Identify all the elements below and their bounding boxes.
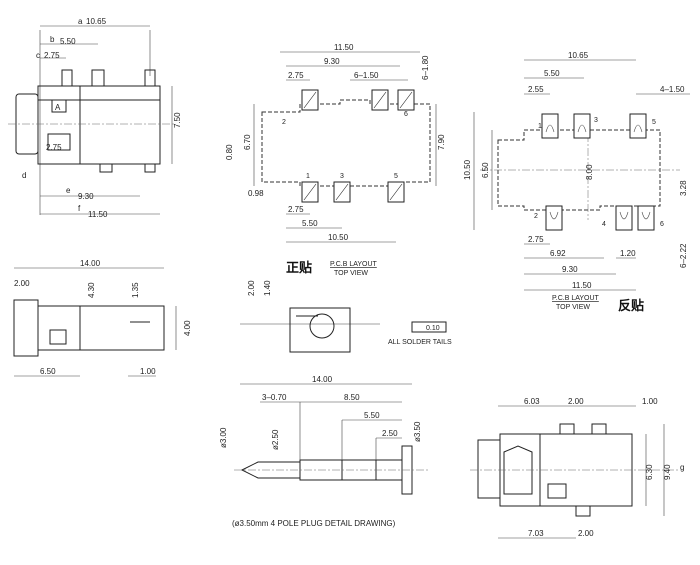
- dim-b-label: b: [50, 35, 55, 44]
- rev-dim-2-55: 2.55: [528, 85, 544, 94]
- rev-dim-6-2-22: 6–2.22: [679, 243, 688, 268]
- rev-dim-4-1-50: 4–1.50: [660, 85, 685, 94]
- captions: 正贴 P.C.B LAYOUT TOP VIEW P.C.B LAYOUT TO…: [286, 260, 644, 314]
- rear-dim-2-00: 2.00: [568, 397, 584, 406]
- front-dim-1-00: 1.00: [140, 367, 156, 376]
- rear-dim-6-03: 6.03: [524, 397, 540, 406]
- rev-pads: [541, 113, 655, 231]
- tail-note: ALL SOLDER TAILS: [388, 339, 452, 346]
- rev-dim-5-50: 5.50: [544, 69, 560, 78]
- dim-5-50: 5.50: [60, 37, 76, 46]
- front-dim-4-30: 4.30: [87, 282, 96, 298]
- rear-dim-1-00: 1.00: [642, 397, 658, 406]
- rev-pin-4: 4: [602, 221, 606, 228]
- rev-dim-10-65: 10.65: [568, 51, 589, 60]
- dim-7-50: 7.50: [173, 112, 182, 128]
- side-marker: A: [55, 103, 61, 112]
- pcb-dim-10-50: 10.50: [328, 233, 349, 242]
- rev-dim-6-92: 6.92: [550, 249, 566, 258]
- pcb-dim-6-70: 6.70: [243, 134, 252, 150]
- rev-pin-5: 5: [652, 119, 656, 126]
- front-dim-6-50: 6.50: [40, 367, 56, 376]
- pcb-top-pads: [301, 89, 415, 203]
- dim-d-label: d: [22, 171, 26, 180]
- tag-reverse: 反贴: [618, 298, 644, 314]
- dim-11-50: 11.50: [88, 210, 108, 219]
- front-dim-2-00: 2.00: [14, 279, 30, 288]
- pcb-layout-top: 11.50 9.30 2.75 6–1.50 6–1.80 2 6 1 3 5: [225, 43, 446, 243]
- rev-dim-3-28: 3.28: [679, 180, 688, 196]
- pcb-dim-0-80: 0.80: [225, 144, 234, 160]
- rev-dim-9-30: 9.30: [562, 265, 578, 274]
- pcb-dim-5-50: 5.50: [302, 219, 318, 228]
- rear-g-label: g: [680, 463, 684, 472]
- pcb-dim-0-98: 0.98: [248, 189, 264, 198]
- rev-pin-3: 3: [594, 117, 598, 124]
- caption-top-layout: P.C.B LAYOUT: [330, 261, 378, 268]
- caption-rev-view: TOP VIEW: [556, 304, 590, 311]
- rear-view: 6.03 2.00 1.00 6.30 9.40 g 7.03 2.00: [470, 397, 684, 539]
- rev-pin-1: 1: [538, 123, 542, 130]
- rev-pin-6: 6: [660, 221, 664, 228]
- rev-dim-10-50: 10.50: [463, 159, 472, 180]
- dim-e-label: e: [66, 186, 71, 195]
- plug-dia-2-50: ø2.50: [271, 429, 280, 450]
- pcb-pin-6: 6: [404, 111, 408, 118]
- pcb-pin-3: 3: [340, 173, 344, 180]
- pcb-dim-2-75b: 2.75: [288, 205, 304, 214]
- plug-dia-3-00: ø3.00: [219, 427, 228, 448]
- rev-pin-2: 2: [534, 213, 538, 220]
- rev-dim-2-75: 2.75: [528, 235, 544, 244]
- pcb-dim-6-1-50: 6–1.50: [354, 71, 379, 80]
- rev-dim-11-50: 11.50: [572, 281, 592, 290]
- tail-box: 0.10: [426, 325, 440, 332]
- tag-front: 正贴: [286, 260, 312, 276]
- tail-dim-1-40: 1.40: [263, 280, 272, 296]
- pcb-dim-7-90: 7.90: [437, 134, 446, 150]
- pcb-dim-6-1-80: 6–1.80: [421, 55, 430, 80]
- rear-dim-7-03: 7.03: [528, 529, 544, 538]
- front-dim-14-00: 14.00: [80, 259, 101, 268]
- pcb-dim-11-50: 11.50: [334, 43, 354, 52]
- rev-dim-6-50: 6.50: [481, 162, 490, 178]
- rear-dim-6-30: 6.30: [645, 464, 654, 480]
- rear-dim-9-40: 9.40: [663, 464, 672, 480]
- plug-dim-3-0-70: 3–0.70: [262, 393, 287, 402]
- rev-dim-8-00: 8.00: [585, 164, 594, 180]
- plug-dim-8-50: 8.50: [344, 393, 360, 402]
- caption-rev-layout: P.C.B LAYOUT: [552, 295, 600, 302]
- dim-a-label: a: [78, 17, 83, 26]
- dim-10-65: 10.65: [86, 17, 107, 26]
- pcb-pin-1: 1: [306, 173, 310, 180]
- pcb-pin-2: 2: [282, 119, 286, 126]
- front-view: 14.00 2.00 4.30 1.35 4.00 6.50 1.00: [13, 259, 192, 377]
- pcb-pin-5: 5: [394, 173, 398, 180]
- side-view: a 10.65 b 5.50 c 2.75 A 7.50 d 2.75 e: [8, 17, 182, 219]
- tail-dim-2-00: 2.00: [247, 280, 256, 296]
- caption-top-view: TOP VIEW: [334, 270, 368, 277]
- plug-detail: 14.00 3–0.70 8.50 5.50 2.50 ø3.00 ø2.50 …: [219, 375, 428, 528]
- pcb-dim-9-30: 9.30: [324, 57, 340, 66]
- plug-caption: (ø3.50mm 4 POLE PLUG DETAIL DRAWING): [232, 519, 396, 528]
- front-dim-4-00: 4.00: [183, 320, 192, 336]
- dim-f-label: f: [78, 204, 81, 213]
- front-dim-1-35: 1.35: [131, 282, 140, 298]
- plug-dim-5-50: 5.50: [364, 411, 380, 420]
- plug-dia-3-50: ø3.50: [413, 421, 422, 442]
- dim-9-30: 9.30: [78, 192, 94, 201]
- rear-dim-2-00b: 2.00: [578, 529, 594, 538]
- pcb-dim-2-75: 2.75: [288, 71, 304, 80]
- solder-tail-detail: 2.00 1.40 0.10 ALL SOLDER TAILS: [240, 280, 452, 353]
- dim-2-75: 2.75: [44, 51, 60, 60]
- plug-dim-14-00: 14.00: [312, 375, 333, 384]
- pcb-layout-reverse: 10.65 5.50 2.55 4–1.50 1 2 3 4 5: [463, 51, 690, 291]
- dim-2-75b: 2.75: [46, 143, 62, 152]
- dim-c-label: c: [36, 51, 40, 60]
- rev-dim-1-20: 1.20: [620, 249, 636, 258]
- plug-dim-2-50: 2.50: [382, 429, 398, 438]
